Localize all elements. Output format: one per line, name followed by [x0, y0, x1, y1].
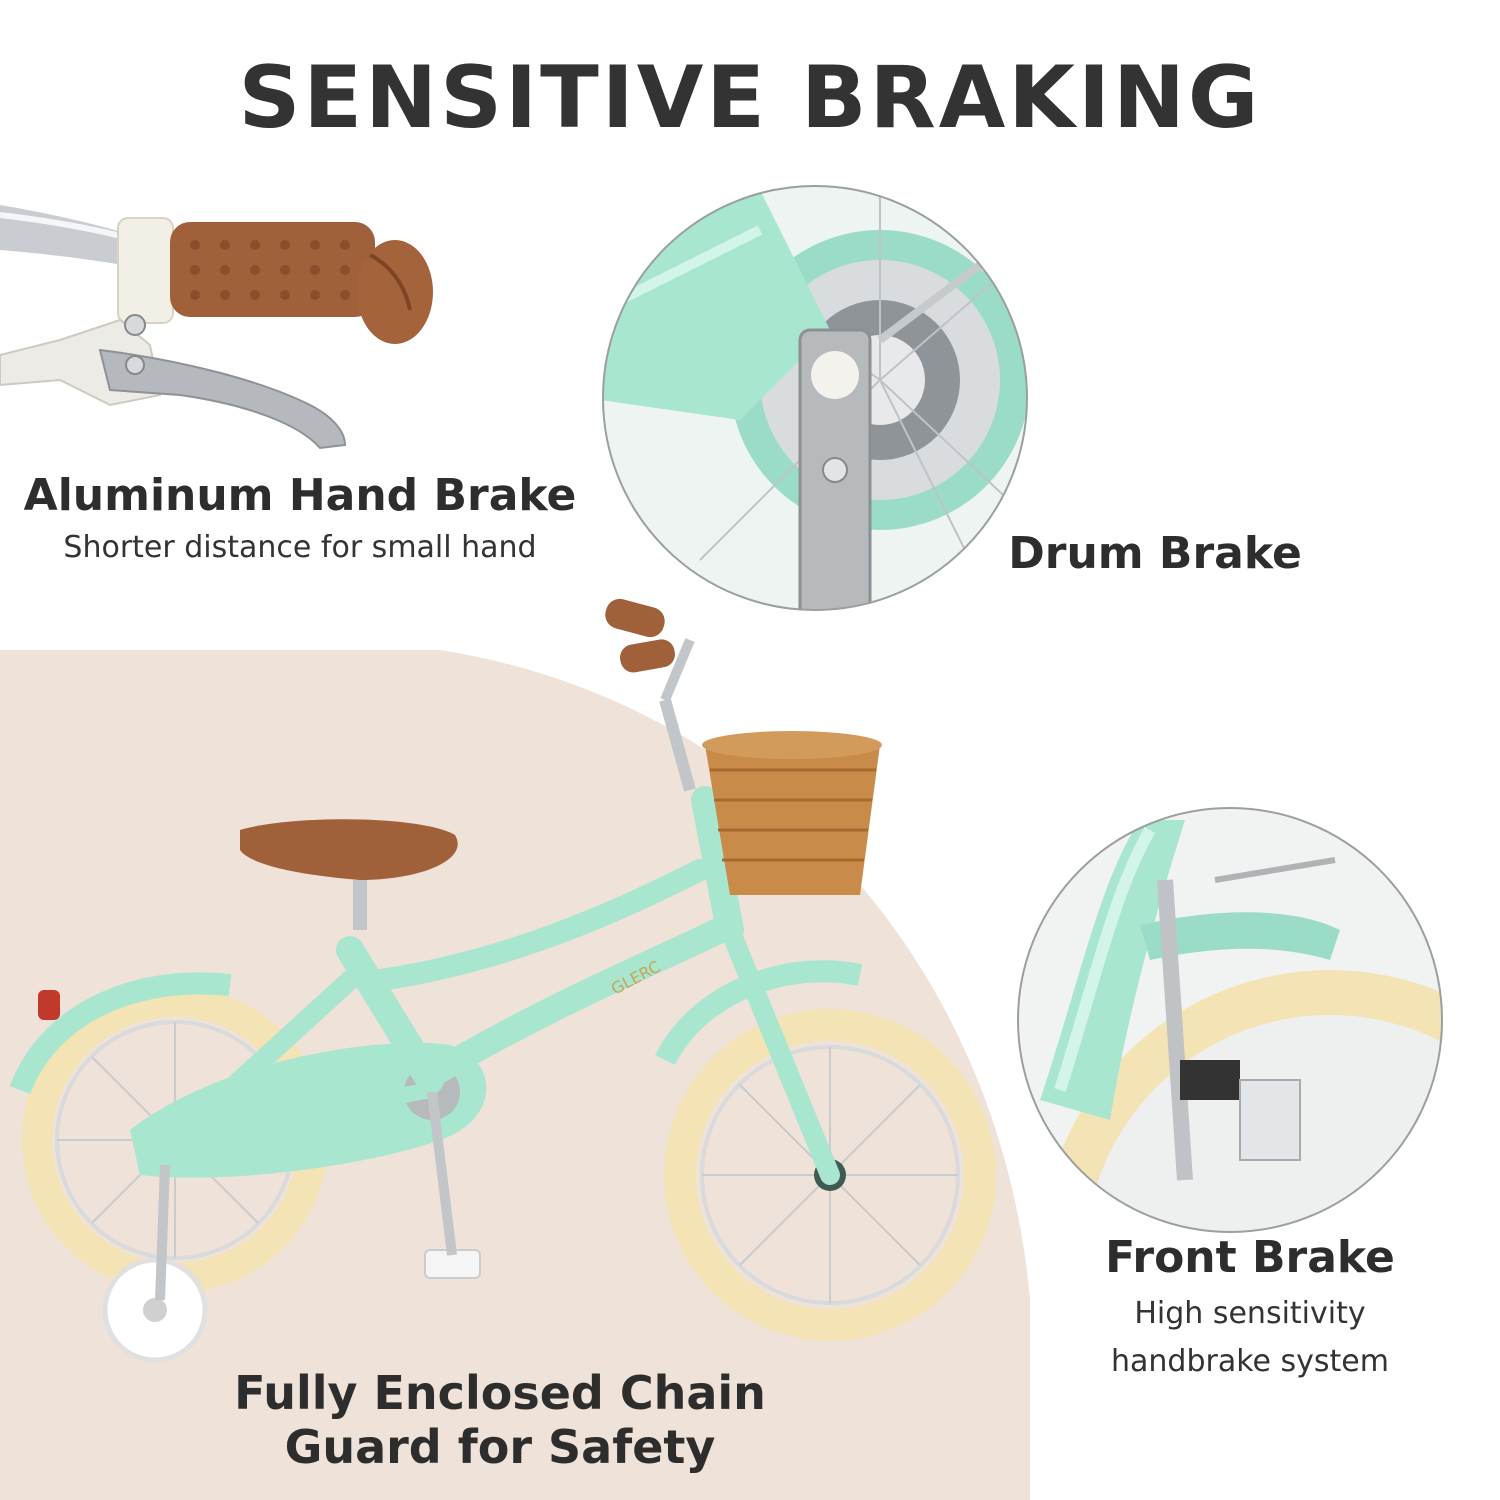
- front-brake-subtitle-line1: High sensitivity: [1134, 1296, 1366, 1331]
- drum-brake-illustration: [602, 185, 1028, 611]
- front-brake-subtitle: High sensitivity handbrake system: [1050, 1290, 1450, 1386]
- drum-brake-title: Drum Brake: [1008, 528, 1302, 579]
- hand-brake-subtitle: Shorter distance for small hand: [63, 530, 537, 565]
- hand-brake-title: Aluminum Hand Brake: [23, 470, 577, 521]
- front-brake-subtitle-line2: handbrake system: [1111, 1344, 1389, 1379]
- front-brake-title: Front Brake: [1105, 1232, 1395, 1283]
- chain-guard-title-line1: Fully Enclosed Chain: [234, 1366, 766, 1420]
- hand-brake-illustration: [0, 205, 433, 450]
- chain-guard-title: Fully Enclosed Chain Guard for Safety: [160, 1366, 840, 1474]
- chain-guard-title-line2: Guard for Safety: [284, 1420, 716, 1474]
- front-brake-illustration: [1017, 807, 1443, 1233]
- bicycle-illustration: [9, 598, 996, 1363]
- page-title: SENSITIVE BRAKING: [238, 48, 1262, 148]
